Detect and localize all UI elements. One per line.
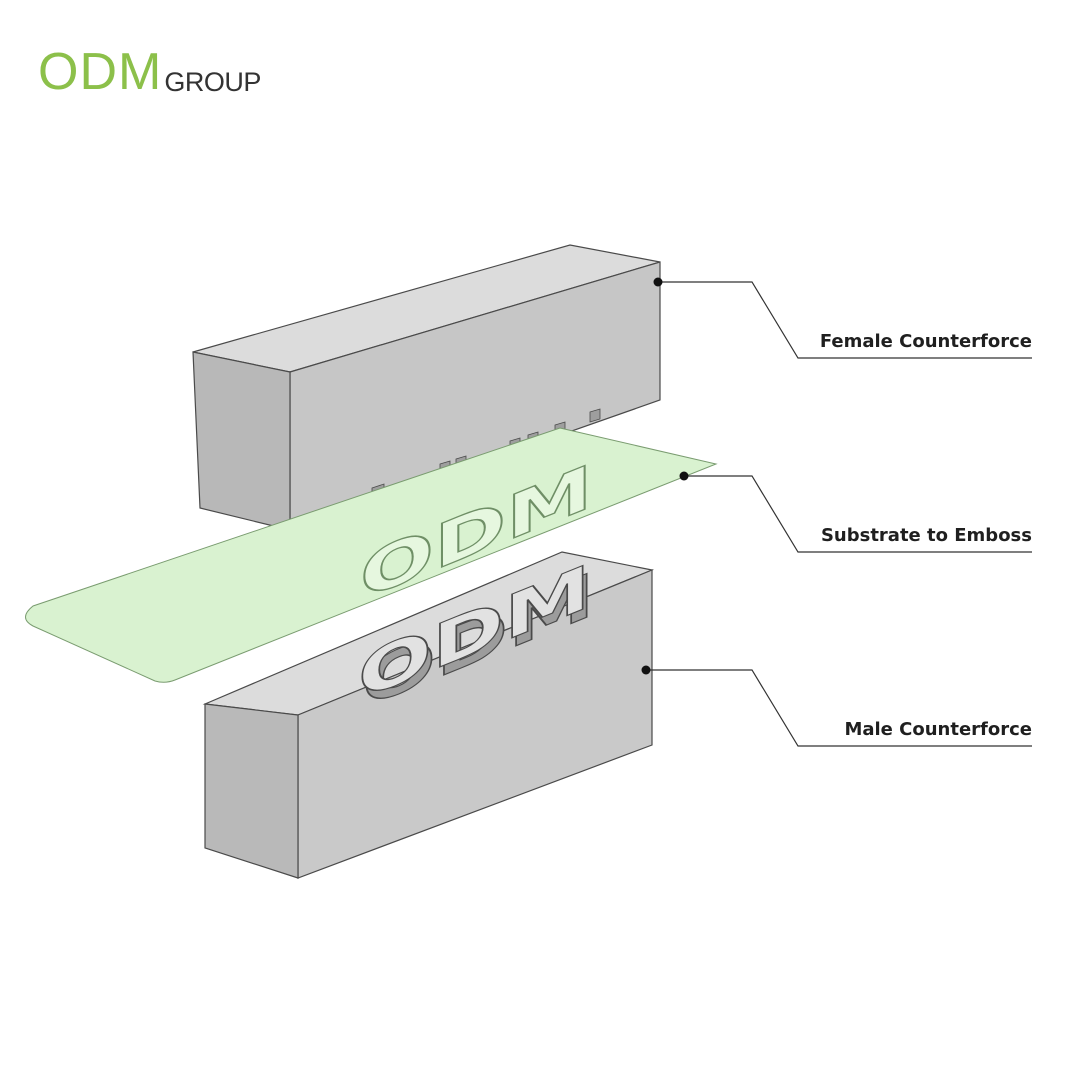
logo-brand: ODM — [38, 43, 163, 101]
odm-group-logo: ODM GROUP — [38, 46, 261, 98]
substrate-leader-dot — [679, 471, 689, 481]
male-leader-dot — [641, 665, 651, 675]
female-counterforce-label: Female Counterforce — [819, 331, 1032, 352]
leader-dots — [641, 277, 689, 675]
substrate-surface — [25, 427, 718, 683]
substrate-label: Substrate to Emboss — [820, 525, 1032, 546]
female-block-side-face — [192, 351, 291, 531]
female-counterforce-block — [192, 244, 661, 531]
substrate-leader-line — [684, 475, 1032, 553]
male-leader-line — [646, 669, 1032, 747]
female-leader-line — [658, 281, 1032, 359]
male-block-side-face — [204, 703, 299, 879]
leader-lines — [646, 281, 1032, 747]
female-leader-dot — [653, 277, 663, 287]
male-counterforce-label: Male Counterforce — [844, 719, 1032, 740]
logo-suffix: GROUP — [164, 67, 261, 97]
